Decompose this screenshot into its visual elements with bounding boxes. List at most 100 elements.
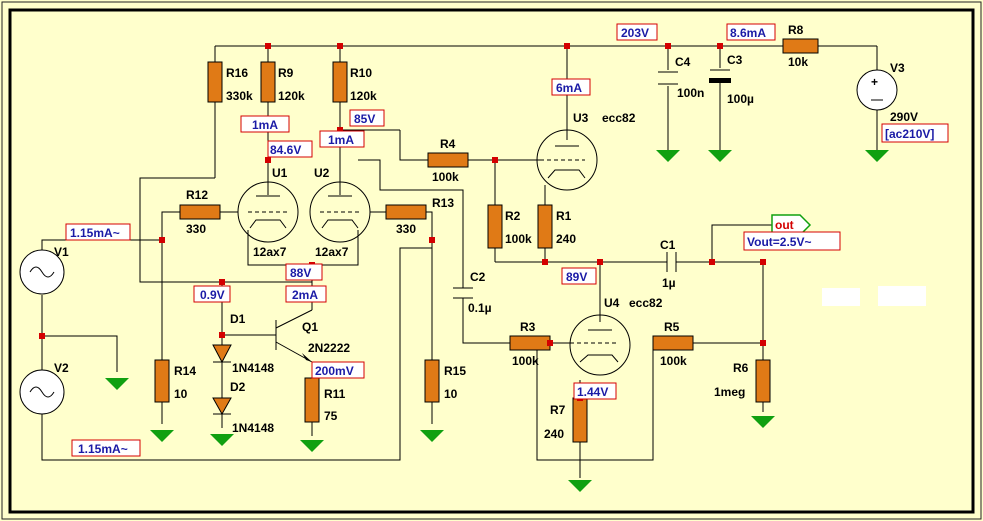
diode-d2 [212,397,232,416]
frame [8,8,975,514]
label-r12-value: 330 [186,222,206,236]
label-r11-value: 75 [324,409,338,423]
tag-0-9v: 0.9V [200,288,225,302]
label-r14-value: 10 [174,387,188,401]
capacitor-c1 [666,252,677,272]
label-r14-name: R14 [174,364,196,378]
label-v1-name: V1 [54,245,69,259]
resistor-r10 [332,61,348,103]
resistor-r11 [304,377,320,423]
ground-symbols [105,150,889,492]
label-r15-value: 10 [444,387,458,401]
label-u1-value: 12ax7 [253,245,287,259]
diode-d1 [212,344,232,364]
tube-u3 [536,129,598,191]
tag-vout: Vout=2.5V~ [747,235,811,249]
label-r1-value: 240 [556,232,576,246]
tag-ac210v: [ac210V] [885,127,934,141]
label-c2-value: 0.1µ [468,301,492,315]
tag-6ma: 6mA [556,81,582,95]
tag-203v: 203V [621,26,649,40]
label-r2-name: R2 [505,209,521,223]
wires [41,45,878,478]
label-c1-name: C1 [660,238,676,252]
resistor-r4 [427,152,469,168]
tag-8-6ma: 8.6mA [730,26,766,40]
label-r2-value: 100k [505,232,532,246]
label-d2-value: 1N4148 [232,421,274,435]
resistor-r9 [260,61,276,103]
resistor-r2 [487,204,503,249]
label-r4-name: R4 [440,137,456,151]
tag-89v: 89V [566,270,587,284]
out-label: out [775,218,794,232]
label-d1-value: 1N4148 [232,361,274,375]
resistor-r14 [154,359,170,403]
label-u4-name: U4 [604,296,620,310]
resistor-r15 [424,359,440,403]
label-r9-value: 120k [278,89,305,103]
label-c4-name: C4 [675,55,691,69]
label-u3-name: U3 [573,111,589,125]
svg-text:+: + [871,75,878,89]
label-r8-value: 10k [788,55,808,69]
source-v3: + [856,69,898,111]
label-u4-value: ecc82 [629,296,663,310]
tag-1-15ma-b: 1.15mA~ [78,442,128,456]
tag-84-6v: 84.6V [270,143,301,157]
tag-1ma-b: 1mA [328,133,354,147]
resistors [154,38,819,443]
resistor-r16 [207,61,223,103]
label-c1-value: 1µ [662,276,676,290]
label-r10-value: 120k [350,89,377,103]
source-v2 [19,369,65,415]
source-v1 [19,249,65,295]
transistor-q1 [275,309,313,363]
resistor-r8 [782,38,819,54]
resistor-r6 [755,359,771,403]
label-r13-name: R13 [432,196,454,210]
label-c2-name: C2 [470,270,486,284]
label-v3-value: 290V [890,110,918,124]
label-c3-name: C3 [727,53,743,67]
label-r3-value: 100k [512,354,539,368]
tag-88v: 88V [290,266,311,280]
label-u3-value: ecc82 [602,111,636,125]
label-r9-name: R9 [278,66,294,80]
label-c4-value: 100n [677,86,704,100]
label-r12-name: R12 [186,188,208,202]
resistor-r1 [537,204,553,249]
label-r11-name: R11 [324,387,346,401]
tube-u2 [309,181,371,243]
resistor-r7 [572,397,588,443]
label-r8-name: R8 [788,23,804,37]
label-r4-value: 100k [432,170,459,184]
tag-1-44v: 1.44V [577,385,608,399]
resistor-r12 [179,204,221,220]
label-r3-name: R3 [520,320,536,334]
label-q1-name: Q1 [302,320,318,334]
label-r7-name: R7 [550,403,566,417]
label-r13-value: 330 [396,222,416,236]
label-u2-value: 12ax7 [315,245,349,259]
label-d1-name: D1 [230,312,246,326]
label-r16-name: R16 [226,66,248,80]
label-u2-name: U2 [314,166,330,180]
label-q1-value: 2N2222 [308,341,350,355]
capacitors [453,69,731,299]
label-r5-value: 100k [660,354,687,368]
resistor-r5 [652,335,694,351]
label-r6-value: 1meg [714,385,745,399]
resistor-r3 [509,335,551,351]
resistor-r13 [385,204,427,220]
tag-1-15ma-a: 1.15mA~ [70,226,120,240]
label-r10-name: R10 [350,66,372,80]
tube-u1 [237,181,299,243]
component-labels: R16 330k R9 120k R10 120k R4 100k R2 100… [54,23,918,441]
measurement-tags: 203V 8.6mA 6mA 1mA 1mA 84.6V 85V 1.15mA~… [65,23,949,457]
tag-85v: 85V [354,112,375,126]
label-r7-value: 240 [544,427,564,441]
label-d2-name: D2 [230,380,246,394]
label-r1-name: R1 [556,209,572,223]
